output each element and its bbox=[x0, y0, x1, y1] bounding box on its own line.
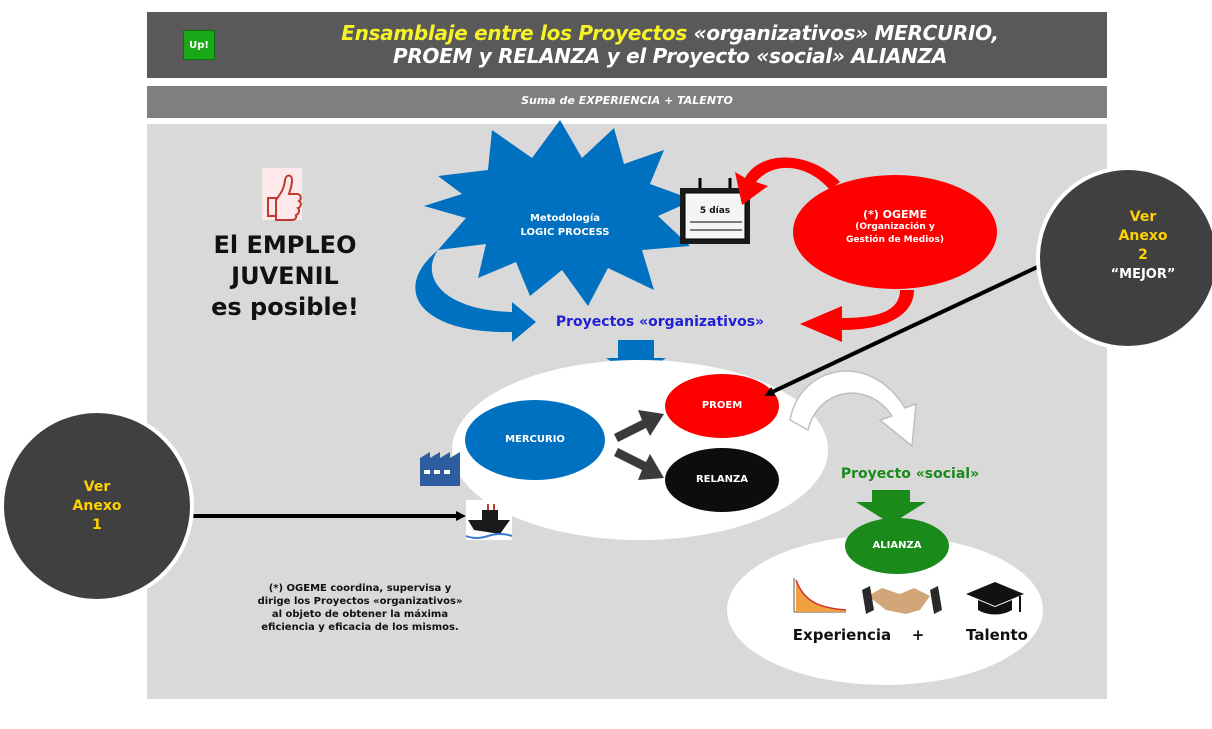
graduation-cap-icon bbox=[966, 582, 1024, 615]
ogeme-subtitle-2: Gestión de Medios) bbox=[846, 235, 944, 245]
calendar-icon bbox=[680, 178, 750, 244]
mercurio-label: MERCURIO bbox=[505, 434, 565, 445]
methodology-line-2: LOGIC PROCESS bbox=[520, 227, 610, 238]
up-logo: Up! bbox=[183, 30, 215, 60]
ogeme-subtitle-1: (Organización y bbox=[855, 222, 935, 232]
talento-label: Talento bbox=[966, 626, 1028, 644]
callout-2-line-3: 2 bbox=[1138, 247, 1148, 263]
up-logo-text: Up! bbox=[189, 39, 209, 51]
proem-label: PROEM bbox=[701, 400, 743, 411]
methodology-line-1: Metodología bbox=[529, 213, 601, 224]
factory-icon bbox=[420, 452, 460, 486]
social-project-label: Proyecto «social» bbox=[840, 466, 980, 482]
callout-anexo-1-text[interactable]: Ver Anexo 1 bbox=[47, 478, 147, 535]
alianza-ellipse bbox=[845, 518, 949, 574]
thumbs-up-icon bbox=[262, 168, 302, 221]
ogeme-ellipse bbox=[793, 175, 997, 289]
callout-2-arrow bbox=[764, 260, 1049, 396]
note-line-4: eficiencia y eficacia de los mismos. bbox=[261, 622, 459, 633]
callout-1-line-1: Ver bbox=[83, 479, 111, 495]
alianza-label: ALIANZA bbox=[872, 540, 922, 551]
proem-ellipse bbox=[665, 374, 779, 438]
empleo-line-1: El EMPLEO bbox=[213, 231, 357, 259]
red-arrow-left bbox=[800, 290, 914, 342]
title-line-1: Ensamblaje entre los Proyectos «organiza… bbox=[230, 22, 1110, 45]
mercurio-ellipse bbox=[465, 400, 605, 480]
empleo-line-2: JUVENIL bbox=[231, 262, 339, 290]
title-line-1-rest: «organizativos» MERCURIO, bbox=[693, 21, 999, 45]
note-line-1: (*) OGEME coordina, supervisa y bbox=[268, 583, 452, 594]
note-line-2: dirige los Proyectos «organizativos» bbox=[257, 596, 463, 607]
ogeme-note: (*) OGEME coordina, supervisa y dirige l… bbox=[200, 582, 520, 634]
blue-curved-arrow bbox=[415, 250, 536, 342]
callout-1-line-2: Anexo bbox=[72, 498, 122, 514]
calendar-label: 5 días bbox=[699, 206, 731, 216]
curved-outline-arrow bbox=[789, 370, 917, 448]
methodology-starburst bbox=[424, 120, 694, 306]
callout-2-line-1: Ver bbox=[1129, 209, 1157, 225]
note-line-3: al objeto de obtener la máxima bbox=[271, 609, 449, 620]
title-line-1-highlight: Ensamblaje entre los Proyectos bbox=[341, 21, 694, 45]
experiencia-label: Experiencia bbox=[792, 626, 892, 644]
ship-icon bbox=[465, 500, 513, 540]
plus-label: + bbox=[911, 626, 925, 644]
arrow-to-proem bbox=[614, 410, 664, 442]
experience-chart-icon bbox=[793, 578, 847, 613]
callout-anexo-2-text[interactable]: Ver Anexo 2 “MEJOR” bbox=[1083, 208, 1203, 284]
callout-2-line-2: Anexo bbox=[1118, 228, 1168, 244]
subtitle-text: Suma de EXPERIENCIA + TALENTO bbox=[521, 94, 733, 107]
methodology-label: Metodología LOGIC PROCESS bbox=[505, 212, 625, 240]
alianza-ellipse-container bbox=[727, 535, 1043, 685]
relanza-label: RELANZA bbox=[695, 474, 748, 485]
subtitle-bar bbox=[147, 86, 1107, 118]
relanza-ellipse bbox=[665, 448, 779, 512]
callout-2-line-4: “MEJOR” bbox=[1110, 267, 1176, 282]
ogeme-label: (*) OGEME (Organización y Gestión de Med… bbox=[820, 208, 970, 247]
empleo-juvenil-text: El EMPLEO JUVENIL es posible! bbox=[190, 230, 380, 323]
callout-anexo-1-circle[interactable] bbox=[0, 409, 194, 603]
header-bar bbox=[147, 12, 1107, 78]
title-line-2: PROEM y RELANZA y el Proyecto «social» A… bbox=[392, 44, 948, 68]
blue-down-arrow bbox=[606, 340, 666, 378]
callout-anexo-2-circle[interactable] bbox=[1036, 166, 1212, 350]
empleo-line-3: es posible! bbox=[211, 293, 359, 321]
red-curved-arrow-top bbox=[735, 157, 840, 205]
callout-1-line-3: 1 bbox=[92, 517, 102, 533]
ogeme-title: (*) OGEME bbox=[863, 208, 927, 221]
handshake-icon bbox=[862, 586, 942, 614]
arrow-to-relanza bbox=[614, 448, 664, 480]
green-down-arrow bbox=[856, 490, 926, 524]
org-projects-label: Proyectos «organizativos» bbox=[555, 314, 765, 330]
